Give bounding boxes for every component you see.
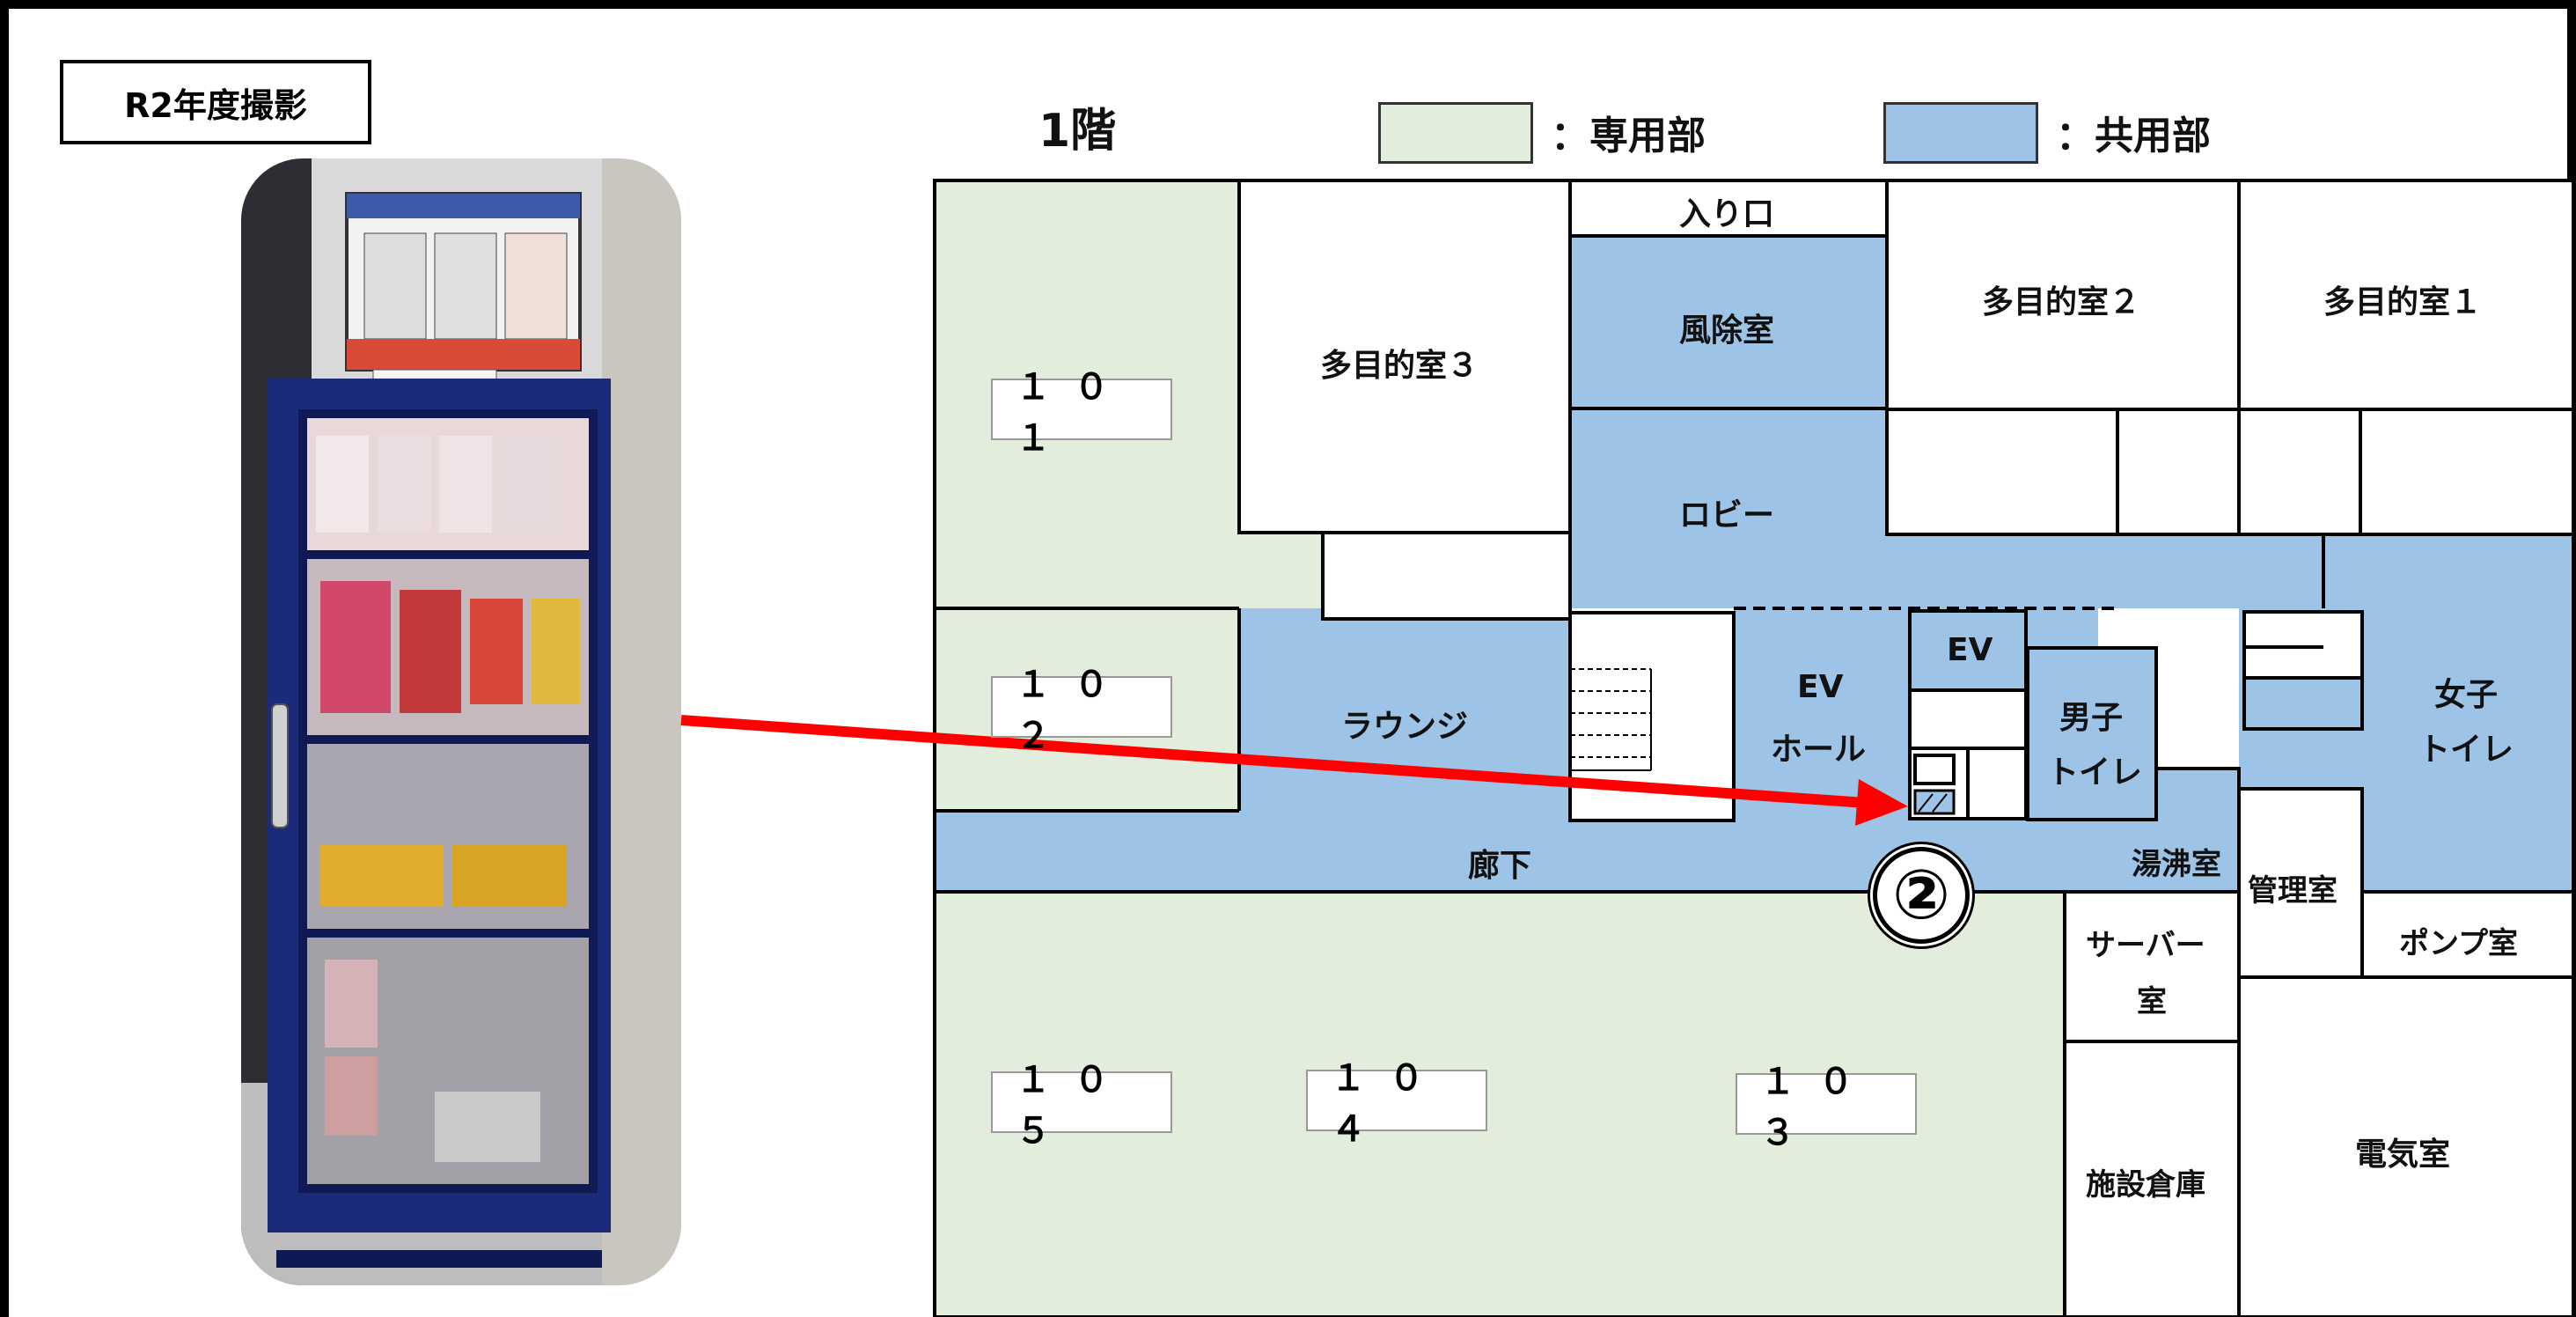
unit-101: １０１ <box>991 367 1172 459</box>
legend-common-swatch <box>1883 102 2038 164</box>
room-womens-line1: 女子 <box>2434 677 2499 713</box>
room-mens-line2: トイレ <box>2047 754 2143 791</box>
legend-private-label: ：専用部 <box>1551 114 1706 158</box>
unit-102: １０２ <box>991 665 1172 756</box>
location-marker: ② <box>1873 847 1970 944</box>
room-entrance: 入り口 <box>1679 196 1775 232</box>
unit-104: １０４ <box>1306 1058 1487 1150</box>
room-electric: 電気室 <box>2355 1137 2451 1173</box>
room-womens-line2: トイレ <box>2418 732 2514 768</box>
legend-private-swatch <box>1378 102 1533 164</box>
room-server-line2: 室 <box>2137 984 2167 1019</box>
room-corridor: 廊下 <box>1468 848 1532 884</box>
legend-common-label: ：共用部 <box>2056 114 2211 158</box>
room-kettle: 湯沸室 <box>2132 847 2221 882</box>
area-lobby <box>1570 408 1887 608</box>
room-ev: EV <box>1947 632 1993 668</box>
room-management: 管理室 <box>2248 873 2337 909</box>
unit-103: １０３ <box>1736 1062 1917 1153</box>
area-womens-lower <box>2362 789 2573 892</box>
area-windbreak <box>1570 236 1887 408</box>
room-lobby: ロビー <box>1679 497 1775 533</box>
room-pump: ポンプ室 <box>2399 926 2518 961</box>
unit-105: １０５ <box>991 1060 1172 1151</box>
room-multipurpose-2: 多目的室２ <box>1982 284 2141 320</box>
room-multipurpose-1: 多目的室１ <box>2323 284 2483 320</box>
floor-title: 1階 <box>1038 105 1117 158</box>
location-arrow <box>680 715 1908 826</box>
floor-plan-areas <box>935 180 2573 1317</box>
room-multipurpose-3: 多目的室３ <box>1320 348 1479 384</box>
area-101-ext <box>1239 533 1323 608</box>
room-lounge: ラウンジ <box>1341 709 1469 745</box>
area-lobby-east <box>1887 534 2573 608</box>
room-ev-hall-line2: ホール <box>1771 732 1867 768</box>
floor-plan-walls <box>933 179 2575 1317</box>
area-mens <box>2028 648 2156 820</box>
room-storage: 施設倉庫 <box>2086 1167 2205 1203</box>
room-windbreak: 風除室 <box>1679 313 1775 349</box>
room-ev-hall-line1: EV <box>1797 669 1844 705</box>
cabinet-illustration <box>241 158 681 1285</box>
photo-caption: R2年度撮影 <box>124 85 307 125</box>
room-mens-line1: 男子 <box>2059 700 2124 736</box>
room-server-line1: サーバー <box>2086 928 2205 963</box>
photo-caption-box: R2年度撮影 <box>60 60 371 144</box>
cabinet-photo <box>241 158 681 1285</box>
